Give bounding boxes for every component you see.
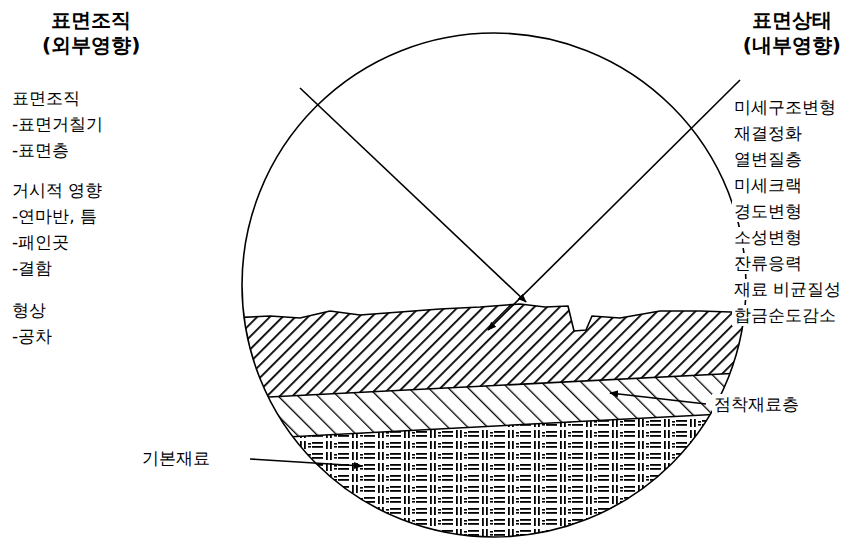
leader-arrow — [300, 88, 526, 302]
list-label: -패인곳 — [10, 232, 71, 253]
layer-boundary — [230, 412, 760, 440]
list-label: -결함 — [10, 258, 54, 279]
list-label: 잔류응력 — [732, 253, 804, 274]
list-label: 합금순도감소 — [732, 305, 838, 326]
list-label: 거시적 영향 — [10, 180, 104, 201]
list-label: 미세구조변형 — [732, 97, 838, 118]
surface-layer — [230, 304, 760, 399]
list-label: 경도변형 — [732, 201, 804, 222]
list-label: -연마반, 틈 — [10, 206, 99, 227]
list-label: 열변질층 — [732, 149, 804, 170]
surface-profile — [230, 304, 760, 331]
list-label: -표면거칠기 — [10, 114, 105, 135]
leader-arrow — [488, 80, 740, 330]
list-label: 점착재료층 — [712, 394, 801, 415]
list-label: 소성변형 — [732, 227, 804, 248]
heading-label: 표면조직 (외부영향) — [40, 8, 142, 58]
list-label: 재결정화 — [732, 123, 804, 144]
list-label: -표면층 — [10, 140, 71, 161]
list-label: 형상 — [10, 300, 48, 321]
list-label: 표면조직 — [10, 88, 82, 109]
leader-arrow — [250, 459, 362, 466]
leader-arrow — [610, 393, 706, 404]
list-label: 미세크랙 — [732, 175, 804, 196]
magnifier-circle — [242, 33, 746, 537]
list-label: -공차 — [10, 326, 54, 347]
layers — [230, 304, 760, 542]
list-label: 재료 비균질성 — [732, 279, 843, 300]
list-label: 기본재료 — [140, 448, 212, 469]
heading-label: 표면상태 (내부영향) — [741, 8, 843, 58]
layer-boundary — [230, 372, 760, 399]
